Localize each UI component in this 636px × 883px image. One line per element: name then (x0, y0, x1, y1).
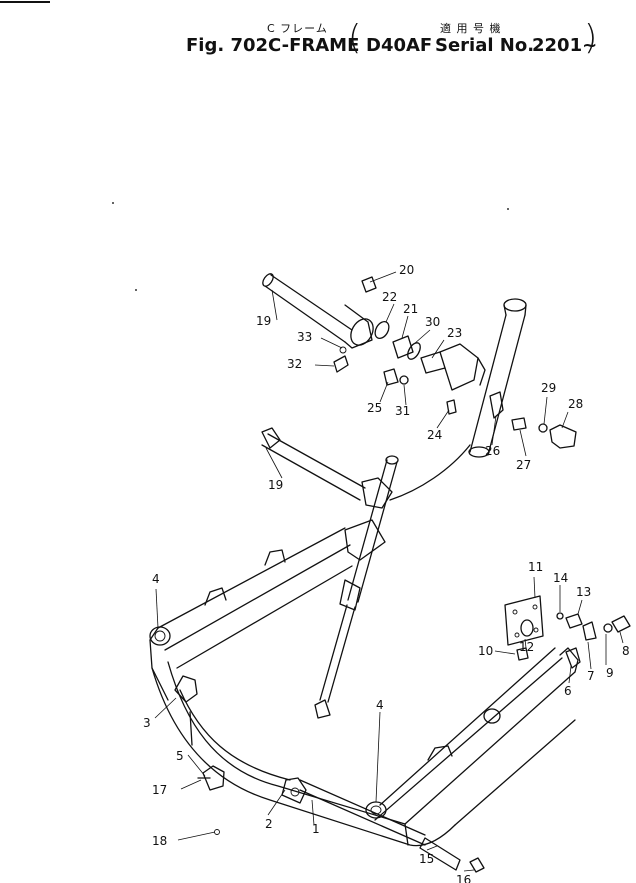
part-label-2: 2 (265, 817, 273, 831)
applicability-jp: 適 用 号 機 (440, 22, 502, 35)
title-jp: C フレーム (267, 22, 328, 35)
title-en: C-FRAME (268, 35, 360, 56)
part-label-23: 23 (447, 326, 462, 340)
part-label-1: 1 (312, 822, 320, 836)
part-label-31: 31 (395, 404, 410, 418)
part-number-labels: 1 2 3 4 4 5 6 7 8 9 10 11 12 13 14 15 16… (143, 263, 630, 883)
part-label-7: 7 (587, 669, 595, 683)
part-label-8: 8 (622, 644, 630, 658)
close-paren: ) (584, 18, 598, 58)
part-label-14: 14 (553, 571, 568, 585)
part-label-16: 16 (456, 873, 471, 883)
middle-link-assembly (261, 427, 485, 873)
c-frame-body (149, 527, 581, 847)
upper-pipe-assembly (262, 273, 577, 501)
part-label-29: 29 (541, 381, 556, 395)
part-label-11: 11 (528, 560, 543, 574)
part-label-22: 22 (382, 290, 397, 304)
right-plate-assembly (504, 595, 631, 661)
part-label-17: 17 (152, 783, 167, 797)
fig-label: Fig. 702 (186, 35, 269, 56)
part-label-20: 20 (399, 263, 414, 277)
part-label-21: 21 (403, 302, 418, 316)
serial-label: Serial No. (435, 35, 535, 56)
part-label-24: 24 (427, 428, 442, 442)
part-label-26: 26 (485, 444, 500, 458)
part-label-13: 13 (576, 585, 591, 599)
part-label-33: 33 (297, 330, 312, 344)
leader-lines (154, 271, 624, 872)
part-label-12: 12 (519, 640, 534, 654)
part-label-18: 18 (152, 834, 167, 848)
part-label-6: 6 (564, 684, 572, 698)
part-label-19-lower: 19 (268, 478, 283, 492)
part-label-9: 9 (606, 666, 614, 680)
open-paren: ( (348, 18, 362, 58)
part-label-3: 3 (143, 716, 151, 730)
part-label-4-left: 4 (152, 572, 160, 586)
part-label-5: 5 (176, 749, 184, 763)
part-label-30: 30 (425, 315, 440, 329)
part-label-28: 28 (568, 397, 583, 411)
top-rule (0, 1, 50, 3)
model: D40AF (366, 35, 433, 56)
part-label-10: 10 (478, 644, 493, 658)
part-label-32: 32 (287, 357, 302, 371)
part-label-15: 15 (419, 852, 434, 866)
part-label-19-upper: 19 (256, 314, 271, 328)
part-label-4-right: 4 (376, 698, 384, 712)
serial-range: 2201~ (532, 35, 598, 56)
part-label-27: 27 (516, 458, 531, 472)
part-label-25: 25 (367, 401, 382, 415)
